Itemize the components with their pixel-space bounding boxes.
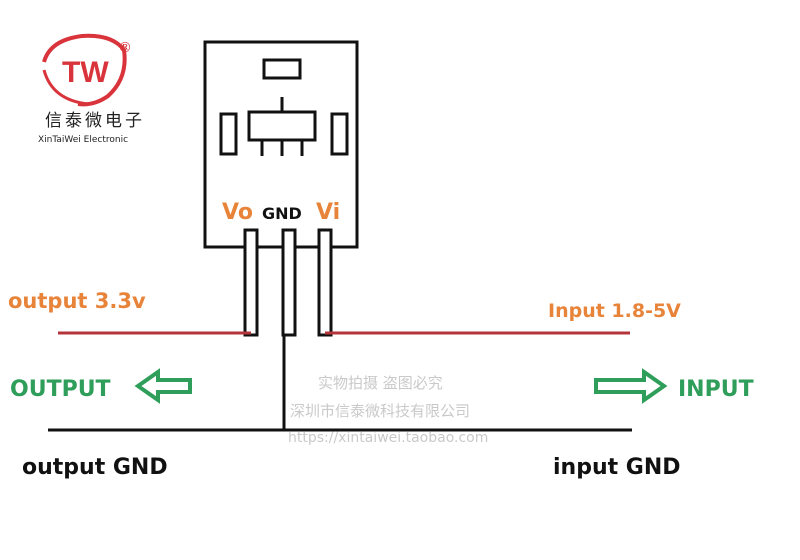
regulator-module: Vo GND Vi <box>203 40 359 249</box>
company-logo: TW ® 信泰微电子 XinTaiWei Electronic <box>38 33 145 145</box>
input-gnd-label: input GND <box>553 455 681 480</box>
watermark-line-2: 深圳市信泰微科技有限公司 <box>290 402 470 420</box>
left-component <box>219 112 238 156</box>
watermark-line-1: 实物拍摄 盗图必究 <box>318 374 443 392</box>
output-direction-label: OUTPUT <box>10 377 111 402</box>
watermark-line-3: https://xintaiwei.taobao.com <box>288 430 488 446</box>
output-arrow-icon <box>134 368 192 404</box>
logo-letters: TW <box>62 56 109 89</box>
input-direction-label: INPUT <box>678 377 754 402</box>
output-gnd-label: output GND <box>22 455 168 480</box>
pin-label-vi: Vi <box>316 200 340 225</box>
logo-arc-icon <box>42 69 89 106</box>
top-component <box>262 58 302 80</box>
right-component <box>330 112 349 156</box>
regulator-chip <box>247 97 317 156</box>
pin-label-vo: Vo <box>222 200 253 225</box>
pin-vi <box>317 228 333 337</box>
watermark: 实物拍摄 盗图必究 深圳市信泰微科技有限公司 https://xintaiwei… <box>288 374 488 446</box>
pin-vo <box>243 228 259 337</box>
logo-swoosh-icon <box>42 33 127 107</box>
input-arrow-icon <box>594 368 668 404</box>
logo-chinese-name: 信泰微电子 <box>45 111 145 131</box>
logo-registered-mark: ® <box>118 40 132 56</box>
input-voltage-label: Input 1.8-5V <box>548 300 681 322</box>
output-voltage-label: output 3.3v <box>8 289 146 313</box>
pin-gnd <box>281 228 297 337</box>
logo-english-name: XinTaiWei Electronic <box>38 135 128 145</box>
pin-label-gnd: GND <box>262 204 302 223</box>
module-pins <box>243 228 333 337</box>
